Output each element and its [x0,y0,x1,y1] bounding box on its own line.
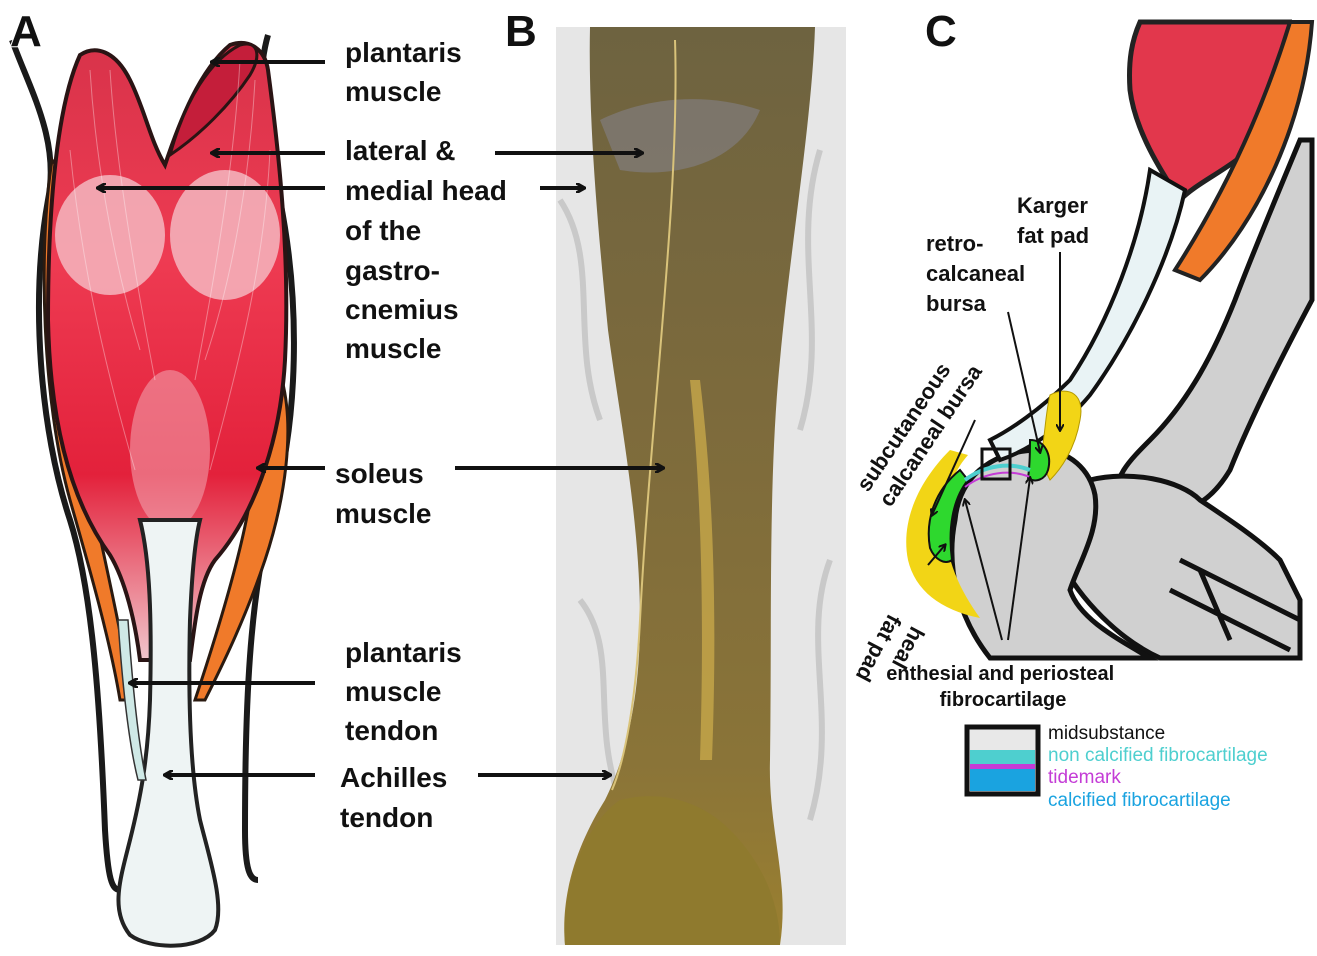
label-retrocalcaneal: retro- calcaneal bursa [926,231,1031,316]
label-soleus: soleus muscle [335,458,432,529]
label-gastrocnemius: lateral & medial head of the gastro- cne… [345,135,515,364]
label-karger: Karger fat pad [1017,193,1094,248]
panel-label-a: A [10,7,42,56]
label-plantaris-muscle: plantaris muscle [345,37,469,107]
panel-a: A plantaris muscle lateral & medial head… [10,7,515,946]
legend-label-tidemark: tidemark [1048,767,1121,788]
label-plantaris-tendon: plantaris muscle tendon [345,637,469,746]
legend-label-non-calcified: non calcified fibrocartilage [1048,745,1268,766]
panel-c: C Karger fat pad retro- calcaneal bursa … [851,7,1312,811]
panel-label-c: C [925,7,957,56]
label-achilles: Achilles tendon [340,762,455,833]
panel-label-b: B [505,7,537,56]
legend-label-midsubstance: midsubstance [1048,723,1165,744]
panel-b: B [455,7,846,945]
label-enthesial: enthesial and periosteal fibrocartilage [886,663,1119,711]
legend-swatch-tidemark [970,764,1035,769]
legend-label-calcified: calcified fibrocartilage [1048,790,1231,811]
legend-swatch-calcified [970,769,1035,791]
legend-swatch-non-calcified [970,750,1035,764]
lateral-head-highlight [55,175,165,295]
legend: midsubstance non calcified fibrocartilag… [967,723,1268,811]
central-sheen [130,370,210,530]
